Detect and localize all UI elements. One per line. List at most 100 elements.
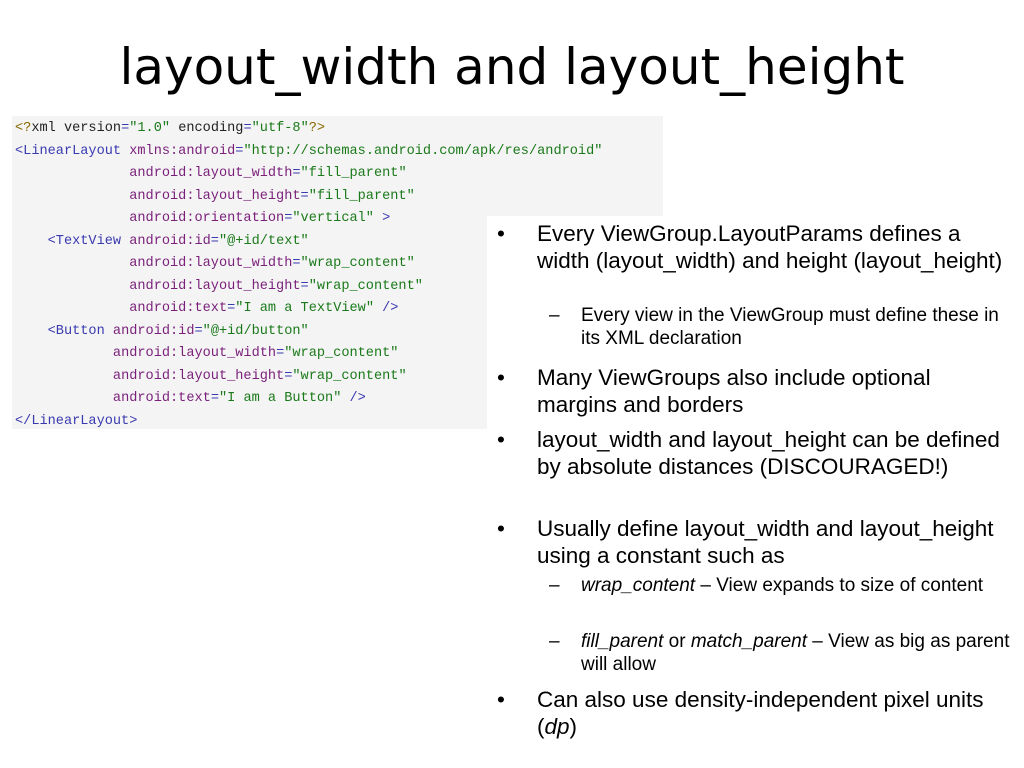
bullet-marker: • <box>497 687 505 712</box>
dash-marker: – <box>549 631 560 652</box>
code-token: <Button <box>47 323 105 339</box>
bullet-marker: • <box>497 221 505 246</box>
code-token: android:layout_width <box>129 166 293 181</box>
code-token <box>15 279 129 294</box>
code-token: = <box>276 346 285 361</box>
bullet-text-part: match_parent <box>690 631 808 652</box>
bullet-text-part: dp <box>544 714 570 739</box>
code-token: /> <box>373 301 399 316</box>
code-token: android:id <box>121 233 211 249</box>
code-line: android:layout_width="fill_parent" <box>15 163 663 186</box>
bullet-marker: • <box>497 516 505 541</box>
code-token: <? <box>15 121 32 136</box>
code-line: android:layout_height="wrap_content" <box>15 366 663 389</box>
code-token: "I am a TextView" <box>235 301 374 316</box>
code-token: = <box>292 256 301 271</box>
bullet-text: layout_width and layout_height can be de… <box>537 426 1007 480</box>
code-line: <Button android:id="@+id/button" <box>15 321 663 344</box>
code-token: "utf-8" <box>251 121 309 136</box>
code-token: "fill_parent" <box>308 188 415 204</box>
code-token: /> <box>341 391 366 406</box>
code-token: <TextView <box>47 233 122 249</box>
code-token: "wrap_content" <box>292 368 407 384</box>
bullet-text-part: Can also use density-independent pixel u… <box>537 687 984 739</box>
bullet-text: Usually define layout_width and layout_h… <box>537 515 1007 569</box>
code-line: android:text="I am a Button" /> <box>15 388 663 411</box>
bullet-marker: • <box>497 427 505 452</box>
code-token <box>15 211 129 226</box>
code-token: xmlns:android <box>121 143 236 159</box>
bullet-text: Every ViewGroup.LayoutParams defines a w… <box>537 220 1007 274</box>
code-token: encoding <box>170 121 244 136</box>
bullet-text-part: or <box>663 631 691 652</box>
code-line: <TextView android:id="@+id/text" <box>15 231 663 254</box>
code-token: > <box>373 211 391 226</box>
code-line: android:layout_width="wrap_content" <box>15 253 663 276</box>
bullet-text-part: Usually define layout_width and layout_h… <box>537 516 994 568</box>
code-token <box>15 256 129 271</box>
code-token: android:layout_height <box>112 368 285 384</box>
code-token: "wrap_content" <box>308 278 423 294</box>
code-token: = <box>292 166 301 181</box>
code-token: = <box>300 278 309 294</box>
code-token <box>15 234 48 249</box>
code-token: = <box>300 188 309 204</box>
code-token: = <box>210 233 219 249</box>
code-token: android:layout_width <box>112 346 277 361</box>
code-token <box>15 391 113 406</box>
code-token <box>15 346 113 361</box>
code-token: = <box>284 368 293 384</box>
code-token: ?> <box>308 121 326 136</box>
code-line: <LinearLayout xmlns:android="http://sche… <box>15 141 663 164</box>
code-line: android:layout_width="wrap_content" <box>15 343 663 366</box>
bullet-text: Can also use density-independent pixel u… <box>537 686 1007 740</box>
bullet-text: fill_parent or match_parent – View as bi… <box>581 630 1021 676</box>
code-token: "wrap_content" <box>284 346 399 361</box>
code-token: "@+id/button" <box>202 323 309 339</box>
code-token: = <box>227 301 236 316</box>
code-token: = <box>243 121 252 136</box>
bullet-text-part: wrap_content <box>581 575 696 596</box>
code-token: "@+id/text" <box>218 233 309 249</box>
code-line: android:layout_height="wrap_content" <box>15 276 663 299</box>
code-token: "I am a Button" <box>218 391 342 406</box>
bullet-text: Every view in the ViewGroup must define … <box>581 304 1021 350</box>
bullet-text-part: fill_parent <box>581 631 664 652</box>
bullet-text: wrap_content – View expands to size of c… <box>581 574 1021 597</box>
code-token <box>15 369 113 384</box>
code-token: "wrap_content" <box>300 256 415 271</box>
code-token: = <box>284 211 293 226</box>
code-token: android:id <box>104 323 195 339</box>
code-token <box>15 189 129 204</box>
code-token: android:orientation <box>129 211 285 226</box>
bullet-list: • Every ViewGroup.LayoutParams defines a … <box>487 216 1024 768</box>
code-line: android:text="I am a TextView" /> <box>15 298 663 321</box>
code-token: android:layout_height <box>129 278 301 294</box>
bullet-text-part: Many ViewGroups also include optional ma… <box>537 365 931 417</box>
code-token: android:layout_height <box>129 188 301 204</box>
code-token <box>15 166 129 181</box>
code-token: = <box>210 391 219 406</box>
code-token: android:layout_width <box>129 256 293 271</box>
bullet-text: Many ViewGroups also include optional ma… <box>537 364 1007 418</box>
code-line: </LinearLayout> <box>15 411 663 430</box>
bullet-text-part: – View expands to size of content <box>695 575 984 596</box>
dash-marker: – <box>549 305 560 326</box>
bullet-text-part: Every ViewGroup.LayoutParams defines a w… <box>537 221 1003 273</box>
code-token: </LinearLayout> <box>15 413 138 429</box>
code-token: "vertical" <box>292 211 374 226</box>
slide-title: layout_width and layout_height <box>119 38 905 96</box>
bullet-text-part: Every view in the ViewGroup must define … <box>581 305 999 349</box>
code-token: "1.0" <box>129 121 171 136</box>
bullet-marker: • <box>497 365 505 390</box>
code-line: <?xml version="1.0" encoding="utf-8"?> <box>15 118 663 141</box>
code-token: = <box>194 323 203 339</box>
code-token <box>15 324 48 339</box>
code-token: "http://schemas.android.com/apk/res/andr… <box>243 143 603 159</box>
code-token: android:text <box>112 391 211 406</box>
bullet-text-part: ) <box>569 714 578 739</box>
code-token: xml version <box>31 121 122 136</box>
dash-marker: – <box>549 575 560 596</box>
code-line: android:orientation="vertical" > <box>15 208 663 231</box>
